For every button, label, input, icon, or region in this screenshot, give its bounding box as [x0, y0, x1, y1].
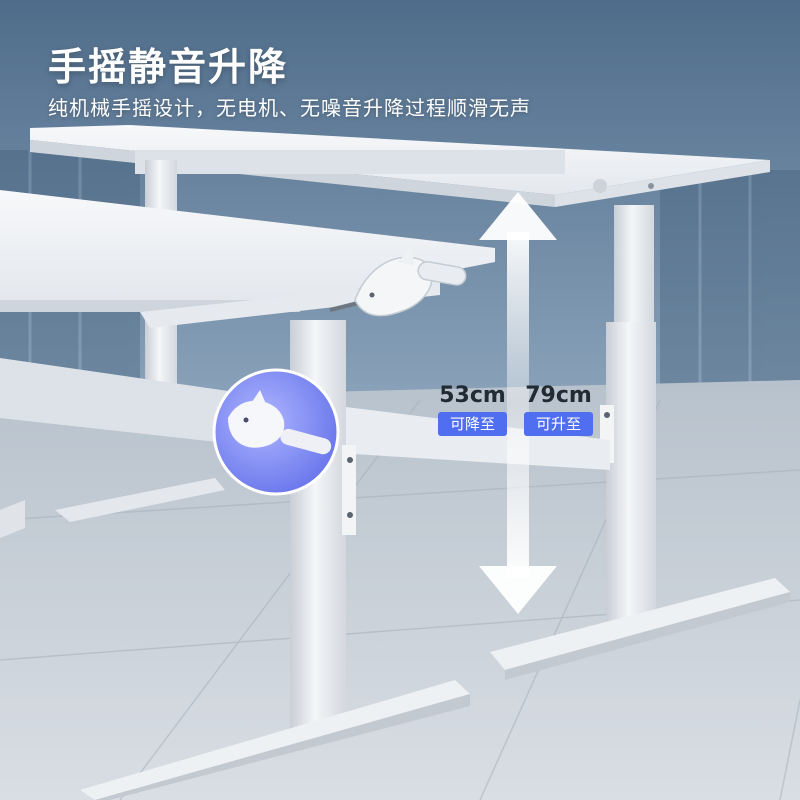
min-height-value: 53cm [439, 383, 506, 408]
max-height-value: 79cm [525, 383, 592, 408]
headline: 手摇静音升降 [48, 45, 289, 89]
max-height-spec: 79cm 可升至 [524, 383, 594, 436]
feature-description: 纯机械手摇设计，无电机、无噪音升降过程顺滑无声 [48, 96, 531, 120]
dolphin-crank-handle-icon [329, 246, 467, 317]
double-arrow-icon [479, 192, 557, 614]
crank-closeup-badge [212, 368, 340, 496]
min-height-spec: 53cm 可降至 [438, 383, 508, 436]
min-height-tag: 可降至 [438, 412, 508, 436]
back-desk [30, 125, 790, 680]
max-height-tag: 可升至 [524, 412, 594, 436]
